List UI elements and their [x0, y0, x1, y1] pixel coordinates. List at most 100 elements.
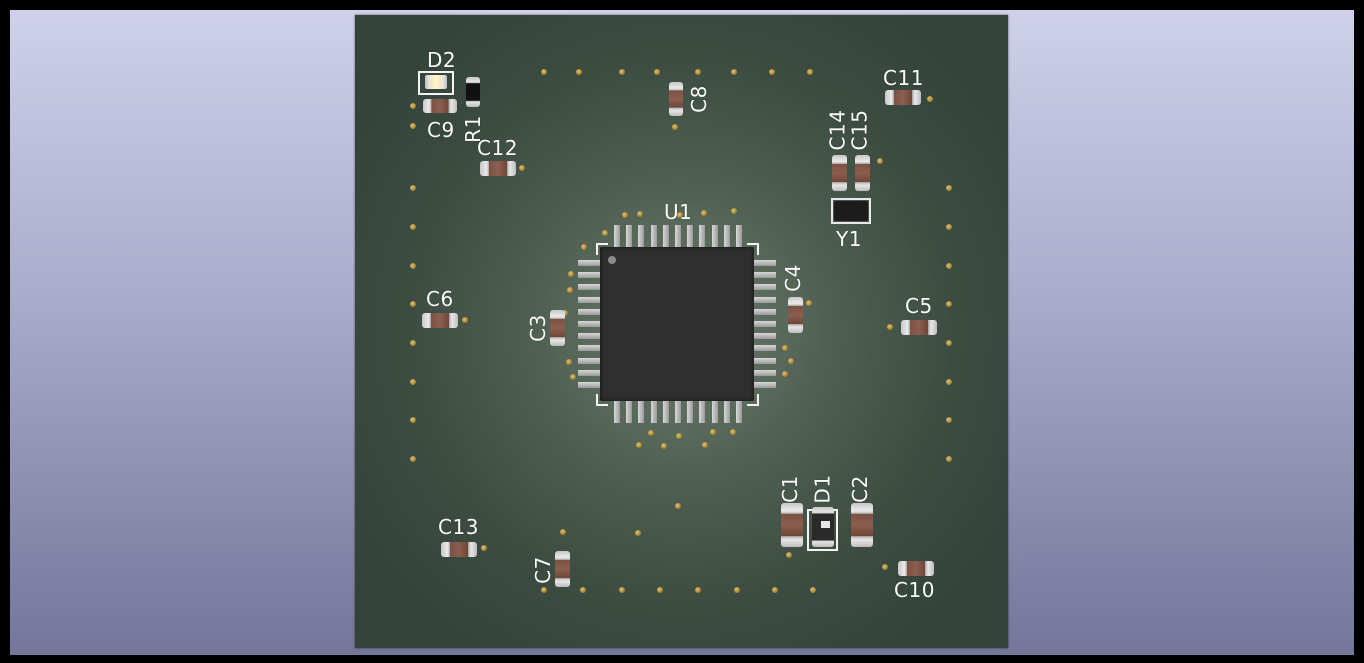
- ref-c10: C10: [894, 578, 935, 602]
- via: [602, 230, 608, 236]
- u1-pin: [754, 284, 776, 291]
- u1-pin: [736, 401, 742, 423]
- ref-u1: U1: [664, 200, 693, 224]
- via: [580, 587, 586, 593]
- via: [877, 158, 883, 164]
- silk-corner: [596, 394, 608, 406]
- u1-pin: [754, 357, 776, 364]
- u1-pin: [578, 272, 600, 279]
- via: [410, 185, 416, 191]
- via: [887, 324, 893, 330]
- via: [701, 210, 707, 216]
- pin1-marker: [608, 256, 616, 264]
- u1-pin: [675, 225, 681, 247]
- ref-c11: C11: [883, 66, 924, 90]
- ref-c8: C8: [686, 85, 711, 113]
- u1-pin: [754, 333, 776, 340]
- u1-pin: [687, 401, 694, 423]
- via: [695, 69, 701, 75]
- ref-y1: Y1: [836, 227, 862, 251]
- r1-resistor[interactable]: [466, 77, 480, 107]
- via: [410, 103, 416, 109]
- u1-pin: [578, 308, 600, 315]
- u1-pin: [754, 345, 776, 352]
- c5-capacitor[interactable]: [901, 320, 937, 335]
- ref-c7: C7: [530, 556, 555, 584]
- ref-c1: C1: [777, 475, 802, 503]
- u1-pin: [578, 321, 600, 327]
- via: [672, 124, 678, 130]
- via: [619, 69, 625, 75]
- c9-capacitor[interactable]: [423, 99, 457, 113]
- c1-capacitor[interactable]: [781, 503, 803, 547]
- via: [410, 340, 416, 346]
- via: [570, 374, 576, 380]
- ref-c5: C5: [905, 294, 933, 318]
- via: [637, 211, 643, 217]
- c10-capacitor[interactable]: [898, 561, 934, 576]
- via: [702, 442, 708, 448]
- c2-capacitor[interactable]: [851, 503, 873, 547]
- via: [730, 429, 736, 435]
- c15-capacitor[interactable]: [855, 155, 870, 191]
- u1-pin: [754, 369, 776, 376]
- ref-d1: D1: [810, 474, 835, 504]
- c7-capacitor[interactable]: [555, 551, 570, 587]
- ref-c2: C2: [847, 475, 872, 503]
- c11-capacitor[interactable]: [885, 90, 921, 105]
- c6-capacitor[interactable]: [422, 313, 458, 328]
- u1-pin: [754, 296, 776, 303]
- d1-diode[interactable]: [812, 507, 834, 547]
- via: [946, 456, 952, 462]
- via: [462, 317, 468, 323]
- via: [576, 69, 582, 75]
- u1-body: [600, 247, 754, 401]
- ref-c12: C12: [477, 136, 518, 160]
- via: [769, 69, 775, 75]
- u1-pin: [578, 260, 600, 266]
- u1-pin: [723, 225, 730, 247]
- y1-crystal[interactable]: [834, 201, 868, 221]
- via: [734, 587, 740, 593]
- 3d-viewport[interactable]: U1 D2 R1 C9 C8 C11 C12 C14 C15 Y1 C4: [10, 10, 1354, 655]
- c13-capacitor[interactable]: [441, 542, 477, 557]
- pcb-board[interactable]: U1 D2 R1 C9 C8 C11 C12 C14 C15 Y1 C4: [355, 15, 1008, 648]
- via: [946, 224, 952, 230]
- c3-capacitor[interactable]: [550, 310, 565, 346]
- u1-pin: [578, 345, 600, 352]
- ref-c15: C15: [847, 109, 872, 151]
- ref-c9: C9: [427, 118, 455, 142]
- ref-c13: C13: [438, 515, 479, 539]
- u1-pin: [699, 225, 706, 247]
- via: [410, 456, 416, 462]
- u1-pin: [626, 401, 633, 423]
- c8-capacitor[interactable]: [669, 82, 683, 116]
- via: [562, 310, 568, 316]
- u1-pin: [687, 225, 694, 247]
- via: [731, 69, 737, 75]
- via: [410, 263, 416, 269]
- c4-capacitor[interactable]: [788, 297, 803, 333]
- c12-capacitor[interactable]: [480, 161, 516, 176]
- u1-pin: [754, 260, 776, 266]
- via: [410, 379, 416, 385]
- via: [648, 430, 654, 436]
- via: [619, 587, 625, 593]
- u1-pin: [754, 272, 776, 279]
- u1-pin: [711, 401, 718, 423]
- via: [410, 301, 416, 307]
- via: [567, 287, 573, 293]
- u1-pin: [650, 401, 657, 423]
- via: [622, 212, 628, 218]
- u1-pin: [675, 401, 681, 423]
- via: [675, 503, 681, 509]
- d2-silk-outline: [418, 71, 454, 95]
- ref-d2: D2: [427, 48, 457, 72]
- via: [927, 96, 933, 102]
- u1-pin: [626, 225, 633, 247]
- ref-c14: C14: [825, 109, 850, 151]
- d2-led[interactable]: [425, 75, 447, 89]
- ref-c6: C6: [426, 287, 454, 311]
- via: [541, 587, 547, 593]
- c14-capacitor[interactable]: [832, 155, 847, 191]
